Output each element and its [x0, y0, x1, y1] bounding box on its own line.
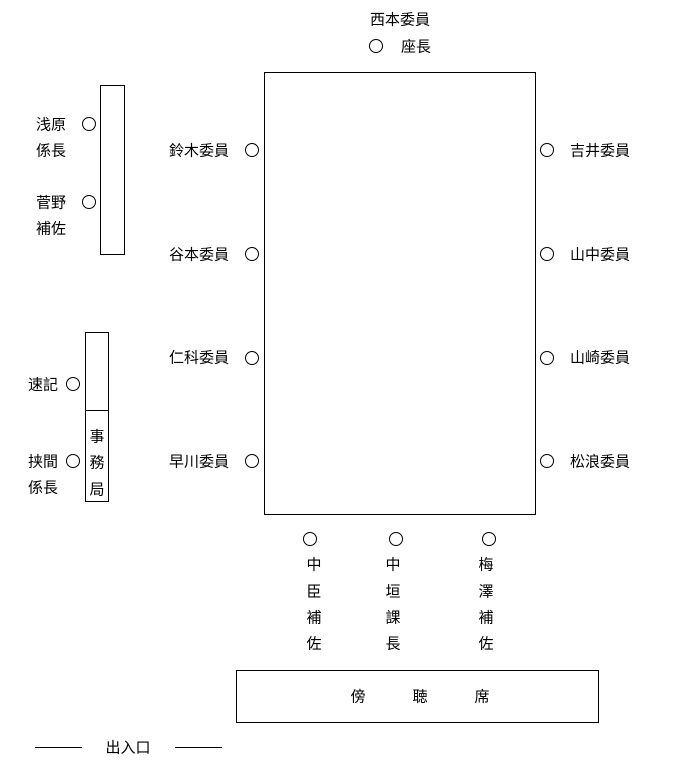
staff-char: 補: [306, 608, 322, 627]
seat: [245, 143, 259, 157]
staff-char: 中: [306, 555, 322, 574]
gallery-char: 席: [474, 687, 490, 706]
member-label: 谷本委員: [168, 245, 229, 264]
member-label: 早川委員: [168, 452, 229, 471]
staff-char: 長: [385, 634, 401, 653]
staff-char: 課: [385, 608, 401, 627]
staff-char: 臣: [306, 582, 322, 601]
member-label: 松浪委員: [570, 452, 631, 471]
staff-char: 佐: [478, 634, 494, 653]
gallery-char: 聴: [412, 687, 428, 706]
conference-table: [264, 72, 536, 515]
seat: [540, 454, 554, 468]
divider: [85, 410, 109, 411]
staff-char: 佐: [306, 634, 322, 653]
entrance-line: [175, 747, 222, 748]
secretariat-table: [85, 332, 109, 502]
entrance-label: 出入口: [105, 738, 151, 757]
stenographer-label: 速記: [27, 375, 59, 394]
staff-role: 係長: [27, 478, 59, 497]
staff-role: 補佐: [35, 219, 67, 238]
seat: [66, 454, 80, 468]
staff-char: 梅: [478, 555, 494, 574]
member-label: 山中委員: [570, 245, 631, 264]
seat: [245, 454, 259, 468]
seat: [540, 247, 554, 261]
seat: [245, 247, 259, 261]
member-label: 鈴木委員: [168, 141, 229, 160]
seat: [245, 351, 259, 365]
staff-char: 垣: [385, 582, 401, 601]
chair-name: 西本委員: [369, 10, 431, 29]
seat: [66, 377, 80, 391]
seat: [82, 117, 96, 131]
office-char: 務: [89, 453, 105, 472]
seat: [389, 532, 403, 546]
member-label: 吉井委員: [570, 141, 631, 160]
staff-char: 澤: [478, 582, 494, 601]
staff-name: 浅原: [35, 115, 67, 134]
staff-char: 補: [478, 608, 494, 627]
gallery-char: 傍: [350, 687, 366, 706]
office-char: 事: [89, 427, 105, 446]
staff-table: [100, 85, 125, 255]
office-char: 局: [89, 480, 105, 499]
staff-role: 係長: [35, 141, 67, 160]
staff-char: 中: [385, 555, 401, 574]
staff-name: 挟間: [27, 452, 59, 471]
seat-chair: [369, 39, 383, 53]
entrance-line: [35, 747, 82, 748]
seat: [540, 143, 554, 157]
member-label: 山崎委員: [570, 348, 631, 367]
seat: [540, 351, 554, 365]
staff-name: 菅野: [35, 193, 67, 212]
public-gallery: [236, 670, 599, 723]
member-label: 仁科委員: [168, 348, 229, 367]
seat: [303, 532, 317, 546]
seat: [82, 195, 96, 209]
seat: [482, 532, 496, 546]
chair-role: 座長: [400, 37, 432, 56]
